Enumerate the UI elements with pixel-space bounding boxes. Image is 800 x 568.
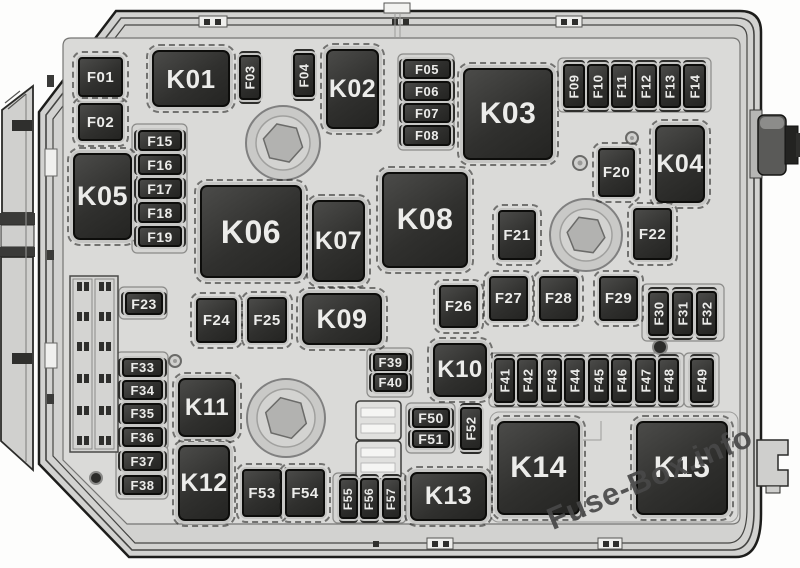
- fuse-F23: F23: [125, 292, 163, 315]
- fuse-F02: F02: [72, 97, 129, 147]
- fuse-F53: F53: [236, 463, 288, 523]
- multi-pin-connector-icon: [69, 275, 119, 453]
- relay-K02: K02: [320, 43, 385, 135]
- fuse-F11: F11: [611, 64, 633, 108]
- fuse-F33: F33: [122, 358, 163, 377]
- fuse-F34: F34: [122, 380, 163, 400]
- fuse-F21: F21: [492, 204, 542, 266]
- fuse-F17: F17: [138, 178, 182, 199]
- fuse-F25: F25: [241, 291, 293, 349]
- fuse-F50: F50: [412, 408, 450, 428]
- fuse-F40: F40: [373, 373, 408, 392]
- fuse-F08: F08: [403, 125, 451, 146]
- relay-K08: K08: [376, 166, 474, 274]
- fuse-F16: F16: [138, 154, 182, 175]
- relay-K04: K04: [649, 119, 711, 209]
- fuse-F52: F52: [460, 407, 482, 450]
- fuse-F32: F32: [696, 291, 717, 336]
- mount-tabs-bottom: [373, 537, 623, 550]
- fuse-F41: F41: [494, 358, 515, 403]
- fuse-F10: F10: [587, 64, 609, 108]
- terminal-slots: [355, 400, 402, 480]
- bottom-right-connector: [756, 439, 789, 494]
- fuse-F38: F38: [122, 475, 163, 495]
- panel-seams: [394, 13, 739, 523]
- relay-K09: K09: [296, 287, 388, 351]
- fuse-F19: F19: [138, 226, 182, 247]
- round-screw-icon: [89, 131, 668, 485]
- hex-bolt-icon: [246, 378, 326, 458]
- fuse-F14: F14: [683, 64, 706, 108]
- relay-K05: K05: [67, 147, 138, 246]
- fuse-F07: F07: [403, 103, 451, 123]
- fuse-F04: F04: [293, 53, 315, 97]
- fuse-F57: F57: [382, 478, 401, 519]
- fuse-F29: F29: [593, 270, 644, 327]
- relay-K11: K11: [172, 372, 242, 443]
- fuse-F39: F39: [373, 353, 408, 372]
- fuse-F26: F26: [433, 279, 484, 334]
- fuse-F47: F47: [635, 358, 656, 403]
- relay-K14: K14: [491, 415, 586, 521]
- bracket-tab: [12, 353, 32, 364]
- fuse-F36: F36: [122, 427, 163, 447]
- relay-K06: K06: [194, 179, 308, 284]
- fuse-F35: F35: [122, 403, 163, 424]
- fuse-F13: F13: [659, 64, 681, 108]
- fuse-F27: F27: [483, 270, 534, 327]
- fuse-F31: F31: [672, 291, 693, 336]
- hex-bolt-icon: [549, 198, 623, 272]
- fuse-F30: F30: [648, 291, 669, 336]
- fuse-F54: F54: [279, 463, 331, 523]
- hex-bolt-icon: [245, 105, 321, 181]
- left-edge-clips: [44, 75, 58, 404]
- fuse-F45: F45: [588, 358, 609, 403]
- fuse-F24: F24: [190, 292, 243, 349]
- fuse-F46: F46: [611, 358, 632, 403]
- relay-K10: K10: [427, 337, 493, 403]
- fuse-F01: F01: [72, 51, 129, 103]
- fuse-F18: F18: [138, 202, 182, 223]
- fuse-F28: F28: [533, 270, 584, 327]
- fuse-F44: F44: [564, 358, 585, 403]
- relay-K07: K07: [306, 194, 371, 288]
- fuse-F37: F37: [122, 451, 163, 471]
- fuse-F03: F03: [239, 55, 261, 100]
- relay-K01: K01: [146, 44, 236, 113]
- side-valve-icon: [749, 109, 800, 179]
- fuse-F20: F20: [592, 142, 641, 203]
- fuse-F56: F56: [360, 478, 379, 519]
- relay-K03: K03: [457, 62, 559, 166]
- fuse-F42: F42: [517, 358, 538, 403]
- fuse-F48: F48: [658, 358, 679, 403]
- fuse-F09: F09: [563, 64, 585, 108]
- relay-K15: K15: [630, 415, 734, 521]
- left-mount-bracket: [0, 84, 35, 473]
- fuse-F12: F12: [635, 64, 657, 108]
- fuse-F43: F43: [541, 358, 562, 403]
- relay-K12: K12: [172, 439, 236, 527]
- fuse-F22: F22: [627, 202, 678, 266]
- fuse-F06: F06: [403, 81, 451, 101]
- fuse-F05: F05: [403, 59, 451, 79]
- relay-K13: K13: [404, 466, 493, 527]
- bracket-tab: [12, 120, 32, 131]
- fuse-F15: F15: [138, 130, 182, 151]
- fuse-F51: F51: [412, 430, 450, 448]
- fuse-F49: F49: [690, 358, 714, 403]
- fuse-F55: F55: [339, 478, 358, 519]
